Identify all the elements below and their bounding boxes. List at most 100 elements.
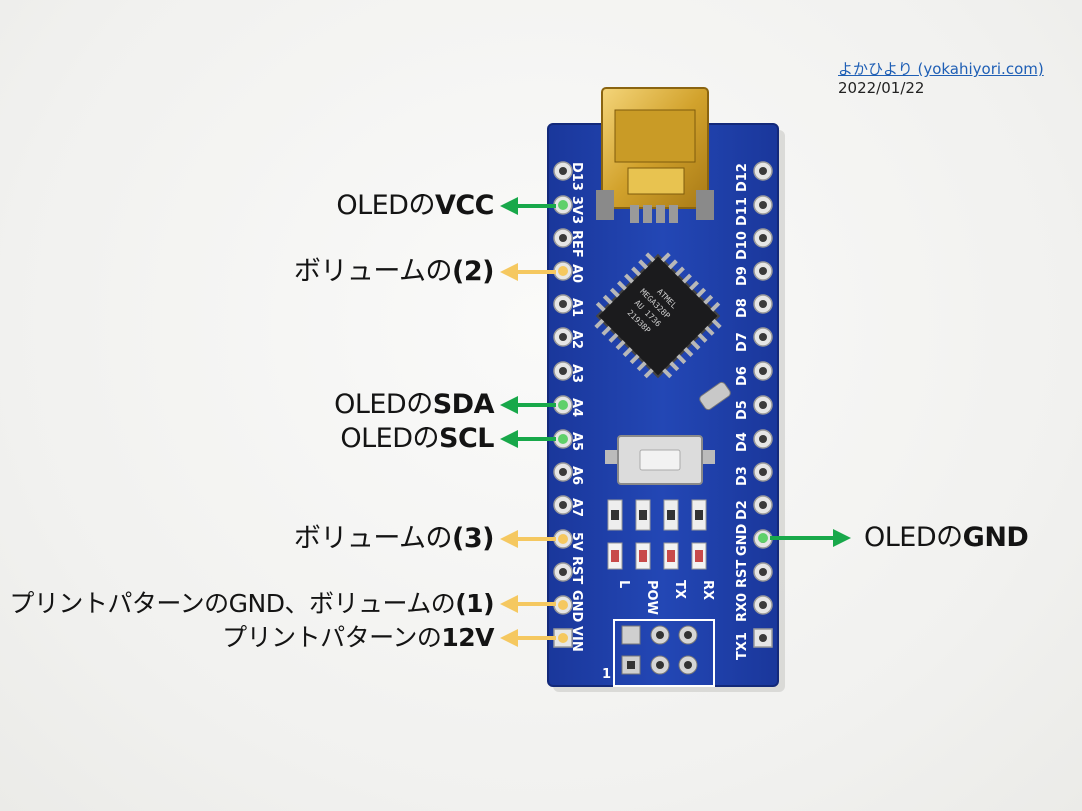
pin-label-d11: D11 (735, 197, 750, 226)
label-prefix: OLEDの (336, 190, 435, 221)
icsp-header (613, 619, 715, 687)
label-prefix: ボリュームの (293, 523, 453, 554)
right-pad-hole (759, 435, 767, 443)
arrow-vol3 (500, 530, 556, 548)
pin-label-d3: D3 (735, 466, 750, 486)
right-pin-pads (753, 161, 773, 648)
pin-label-a5: A5 (569, 432, 584, 451)
pin-dot-vin (558, 633, 568, 643)
pin-label-tx1: TX1 (735, 632, 750, 660)
right-pad-hole (759, 300, 767, 308)
pin-label-3v3: 3V3 (569, 196, 584, 224)
label-bold: SCL (439, 423, 494, 454)
right-pad-hole (759, 601, 767, 609)
right-pad-hole (759, 201, 767, 209)
left-pad-hole (559, 167, 567, 175)
pin-label-d9: D9 (735, 266, 750, 286)
pin-dot-a4 (558, 400, 568, 410)
label-bold: SDA (432, 389, 495, 420)
label-bold: (1) (455, 589, 494, 618)
arrow-vcc (500, 197, 556, 215)
arrow-oled-gnd (770, 529, 851, 547)
led-label-pow: POW (644, 580, 659, 615)
arrow-12v (500, 629, 556, 647)
left-pad-hole (559, 234, 567, 242)
label-prefix: ボリュームの (293, 256, 453, 287)
right-pad-hole (759, 367, 767, 375)
left-pad-hole (559, 333, 567, 341)
arrow-sda (500, 396, 556, 414)
pin-label-d13: D13 (569, 162, 584, 191)
pin-dot-a0 (558, 266, 568, 276)
label-prefix: プリントパターンのGND、ボリュームの (9, 589, 456, 618)
pin-label-d5: D5 (735, 400, 750, 420)
led-label-l: L (616, 580, 631, 588)
pin-dot-a5 (558, 434, 568, 444)
pin-label-d2: D2 (735, 500, 750, 520)
left-pad-hole (559, 367, 567, 375)
label-gnd-volume-1: プリントパターンのGND、ボリュームの(1) (9, 587, 494, 621)
pin-label-d4: D4 (735, 432, 750, 452)
right-pad-hole (759, 333, 767, 341)
right-pad-hole (759, 267, 767, 275)
arrow-gnd-vol1 (500, 595, 556, 613)
label-oled-vcc: OLEDのVCC (336, 189, 494, 223)
label-oled-scl: OLEDのSCL (340, 422, 494, 456)
label-prefix: OLEDの (334, 389, 433, 420)
pin-label-d10: D10 (735, 231, 750, 260)
pin-label-a1: A1 (569, 298, 584, 317)
label-prefix: OLEDの (340, 423, 440, 454)
pin-label-d12: D12 (735, 163, 750, 192)
arrow-scl (500, 430, 556, 448)
pin-label-rx0: RX0 (735, 593, 750, 622)
left-pad-hole (559, 568, 567, 576)
label-prefix: OLEDの (864, 522, 963, 553)
label-bold: (3) (452, 523, 494, 554)
crystal (699, 381, 731, 411)
right-pad-hole (759, 501, 767, 509)
led-label-tx: TX (672, 580, 687, 599)
led-label-rx: RX (700, 580, 715, 600)
left-pad-hole (559, 468, 567, 476)
pin-label-ref: REF (569, 230, 584, 258)
pin-label-d7: D7 (735, 332, 750, 352)
label-volume-3: ボリュームの(3) (293, 522, 495, 556)
pin-label-d6: D6 (735, 366, 750, 386)
label-oled-sda: OLEDのSDA (334, 388, 494, 422)
right-pad-hole (759, 167, 767, 175)
right-pad-hole (759, 234, 767, 242)
pin-label-rst-left: RST (569, 556, 584, 584)
right-pad-hole (759, 468, 767, 476)
leds (607, 542, 707, 570)
right-pad-hole (759, 634, 767, 642)
atmega-chip: ATMEL MEGA328P AU 1736 21938P (594, 252, 722, 379)
label-bold: (2) (452, 256, 494, 287)
label-volume-2: ボリュームの(2) (293, 255, 495, 289)
pin-label-a4: A4 (569, 398, 584, 417)
usb-connector (596, 87, 714, 223)
site-link[interactable]: よかひより (yokahiyori.com) (838, 60, 1044, 78)
left-pad-hole (559, 501, 567, 509)
pin-dot-gnd-right (758, 533, 768, 543)
pin-dot-gnd (558, 600, 568, 610)
pin-label-rst-right: RST (735, 560, 750, 588)
label-oled-gnd: OLEDのGND (864, 521, 1029, 555)
credit-block: よかひより (yokahiyori.com) 2022/01/22 (838, 60, 1044, 98)
label-prefix: プリントパターンの (222, 623, 442, 652)
pin-label-vin: VIN (569, 626, 584, 652)
right-pad-hole (759, 401, 767, 409)
pin-label-a0: A0 (569, 264, 584, 283)
reset-button (605, 435, 715, 485)
label-bold: 12V (441, 623, 494, 652)
pin-label-5v: 5V (569, 532, 584, 551)
pin-label-a2: A2 (569, 330, 584, 349)
pin-label-d8: D8 (735, 298, 750, 318)
pin-label-a3: A3 (569, 364, 584, 383)
pin-dot-3v3 (558, 200, 568, 210)
pin-dot-5v (558, 534, 568, 544)
arrow-vol2 (500, 263, 556, 281)
resistors (607, 499, 707, 531)
right-pad-hole (759, 568, 767, 576)
